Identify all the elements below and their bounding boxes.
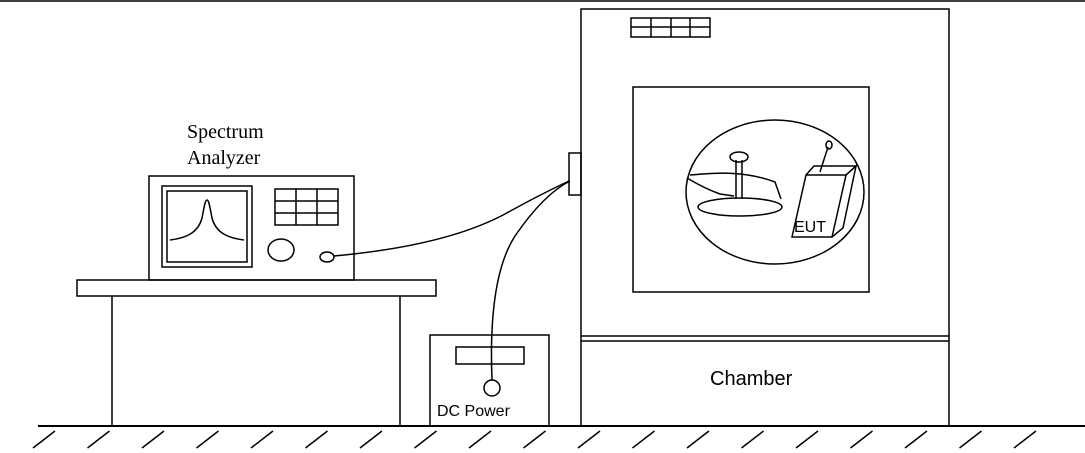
analyzer-rf-connector xyxy=(319,251,335,263)
ground-hatch-mark xyxy=(250,430,274,449)
ground-hatch-mark xyxy=(632,430,655,449)
chamber: EUT xyxy=(568,8,950,427)
interior-cable-2 xyxy=(689,172,782,200)
chamber-interior-view: EUT xyxy=(685,119,865,265)
dc-power-terminal xyxy=(483,379,501,397)
ground-hatch-mark xyxy=(468,430,492,449)
ground-hatch-mark xyxy=(523,430,546,449)
eut-label: EUT xyxy=(794,219,826,236)
analyzer-body xyxy=(148,175,355,281)
dc-power-display xyxy=(455,346,525,365)
ground-hatch-mark xyxy=(686,430,710,449)
turntable-base xyxy=(697,197,783,217)
ground-hatch-mark xyxy=(1013,430,1037,449)
interior-view-ellipse xyxy=(685,119,865,265)
turntable xyxy=(697,151,783,217)
ground-hatch-mark xyxy=(414,430,437,449)
analyzer-screen-inner xyxy=(166,190,248,263)
ground-hatch-mark xyxy=(196,430,219,449)
spectrum-peak-trace xyxy=(169,199,245,241)
dc-cable xyxy=(490,180,571,381)
ground-hatch-mark xyxy=(959,430,982,449)
interior-cable xyxy=(686,177,735,197)
ground-hatching xyxy=(32,430,1037,449)
dc-power-label: DC Power xyxy=(437,403,511,420)
chamber-body xyxy=(580,8,950,427)
ground-hatch-mark xyxy=(305,430,328,449)
eut-antenna-tip xyxy=(825,140,833,150)
dc-power-body xyxy=(429,334,550,427)
analyzer-knob xyxy=(267,238,295,262)
spectrum-analyzer-label-line1: Spectrum xyxy=(187,121,264,143)
analyzer-keypad xyxy=(274,188,339,226)
ground-hatch-mark xyxy=(904,430,928,449)
chamber-feedthrough-port xyxy=(568,152,582,196)
ground-hatch-mark xyxy=(577,430,601,449)
turntable-top-knob xyxy=(729,151,749,163)
ground-hatch-mark xyxy=(32,430,56,449)
chamber-label: Chamber xyxy=(710,368,793,390)
rf-cable xyxy=(333,180,570,257)
table xyxy=(76,279,437,426)
ground-hatch-mark xyxy=(87,430,110,449)
spectrum-analyzer xyxy=(148,175,355,281)
ground xyxy=(32,425,1085,449)
analyzer-screen-outer xyxy=(161,185,253,268)
ground-hatch-mark xyxy=(795,430,819,449)
ground-hatch-mark xyxy=(141,430,165,449)
eut-side-face xyxy=(831,163,858,238)
ground-hatch-mark xyxy=(850,430,873,449)
ground-hatch-mark xyxy=(741,430,764,449)
spectrum-analyzer-label-line2: Analyzer xyxy=(187,147,261,169)
eut-antenna xyxy=(819,146,829,173)
chamber-window xyxy=(632,86,870,293)
chamber-control-panel xyxy=(630,17,711,38)
table-top xyxy=(76,279,437,297)
ground-hatch-mark xyxy=(359,430,383,449)
eut-device: EUT xyxy=(791,140,858,238)
